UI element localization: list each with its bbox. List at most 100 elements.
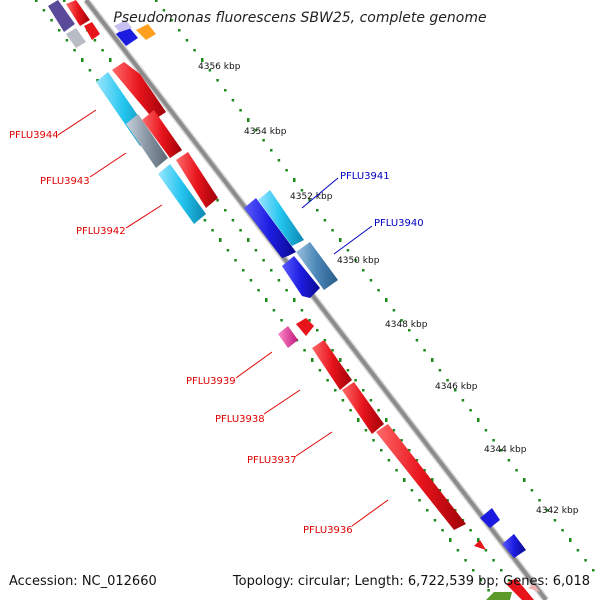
track-dot [346,369,350,372]
track-dot [477,538,480,542]
track-dot [438,489,442,492]
track-dot [50,19,53,22]
track-dot [346,249,350,252]
track-dot [257,289,260,292]
track-dot [265,298,268,302]
track-dot [277,159,281,162]
feature-orange-small[interactable] [136,24,156,40]
forward-red-genes [112,62,486,550]
track-dot [461,399,465,402]
gene-label[interactable]: PFLU3942 [76,226,126,237]
feature-lavender-small[interactable] [114,20,132,32]
track-dot [254,249,258,252]
track-dot [456,549,460,552]
track-dot [431,358,434,362]
feature-red-top[interactable] [66,0,90,26]
gene-label[interactable]: PFLU3937 [247,455,297,466]
track-dot [472,569,475,572]
gene-label[interactable]: PFLU3939 [186,376,236,387]
leader-line [333,225,373,255]
gene-red-1[interactable] [112,62,166,120]
gene-label[interactable]: PFLU3941 [340,171,390,182]
gene-label[interactable]: PFLU3940 [374,218,424,229]
track-dot [487,589,490,592]
gene-labels: PFLU3944 PFLU3943 PFLU3942 PFLU3941 PFLU… [9,109,424,536]
track-dot [477,418,480,422]
gene-block-cyan-2[interactable] [158,164,206,224]
track-dot [431,478,434,482]
gene-red-7[interactable] [376,424,466,530]
gene-red-2[interactable] [142,110,182,158]
gene-cyan-3941[interactable] [258,190,304,246]
track-dot [216,79,219,82]
track-dot [354,259,357,262]
feature-red-small[interactable] [84,22,100,40]
scale-tick: 4348 kbp [385,320,428,330]
scale-tick: 4352 kbp [290,192,333,202]
gene-blue-2[interactable] [282,256,320,298]
track-dot [423,349,426,352]
feature-gray-small[interactable] [66,28,86,48]
feature-green-partial[interactable] [486,592,512,600]
gene-label[interactable]: PFLU3943 [40,176,90,187]
track-dot [239,109,242,112]
track-dot [193,49,196,52]
track-dot [415,459,419,462]
gene-blue-small-1[interactable] [480,508,500,528]
gene-red-3[interactable] [176,152,218,208]
track-dot [58,29,61,32]
track-dot [530,489,534,492]
gene-block-gray[interactable] [126,114,168,168]
track-dot [331,229,334,232]
gene-pink-small[interactable] [278,326,298,348]
track-dot [576,549,580,552]
gene-red-5[interactable] [312,340,352,390]
track-dot [323,219,327,222]
track-dot [546,509,549,512]
track-dot [362,389,365,392]
gene-label[interactable]: PFLU3936 [303,525,353,536]
track-dot [331,349,334,352]
track-dot [272,309,276,312]
track-dot [270,149,273,152]
track-dot [479,579,483,582]
gene-red-small-bottom[interactable] [474,540,486,550]
feature-red-partial[interactable] [506,578,534,600]
feature-pink-partial[interactable] [528,584,540,592]
track-dot [372,439,375,442]
track-dot [380,449,383,452]
track-dot [318,369,322,372]
track-dot [362,269,365,272]
track-dot [339,358,342,362]
track-dot [507,579,511,582]
track-dot [469,529,472,532]
scale-tick: 4354 kbp [244,127,287,137]
track-dot [285,169,288,172]
topology-summary: Topology: circular; Length: 6,722,539 bp… [232,574,590,589]
feature-purple[interactable] [48,0,75,32]
gene-label[interactable]: PFLU3944 [9,130,59,141]
track-dot [224,89,227,92]
track-dot [441,529,444,532]
scale-tick: 4346 kbp [435,382,478,392]
gene-red-4[interactable] [296,318,314,336]
gene-blue-small-2[interactable] [502,534,526,558]
track-dot [285,289,288,292]
gene-label[interactable]: PFLU3938 [215,414,265,425]
track-dot [454,389,457,392]
gene-red-6[interactable] [342,382,384,434]
track-dot [446,379,449,382]
track-dot [523,478,526,482]
track-dot [484,429,488,432]
gene-steel-3940[interactable] [296,242,338,290]
scale-tick: 4356 kbp [198,62,241,72]
track-dot [224,209,227,212]
track-dot [303,349,306,352]
track-dot [339,238,342,242]
leader-line [235,351,273,379]
track-dot [354,379,357,382]
gene-blue-1[interactable] [244,198,296,258]
bottom-right-features [486,578,540,600]
track-dot [300,189,304,192]
track-dot [231,99,235,102]
